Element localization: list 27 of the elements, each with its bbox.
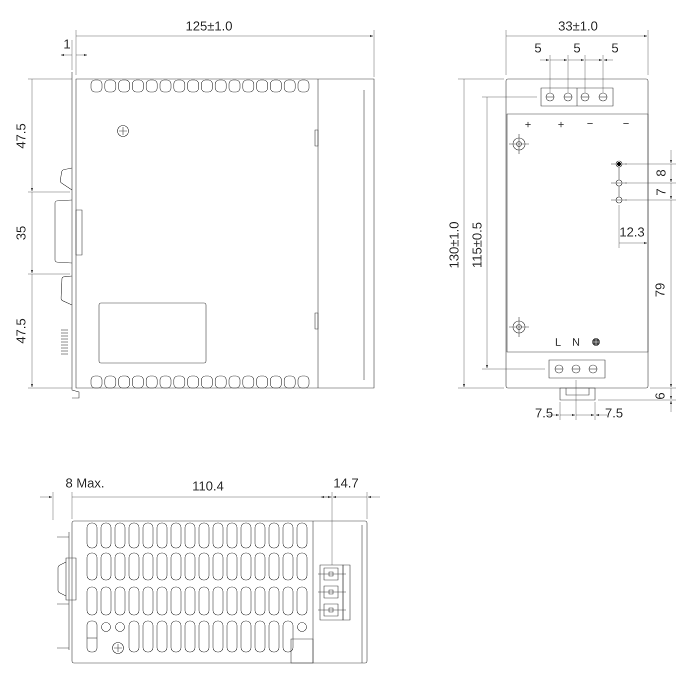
dimension-label: 8 (656, 170, 666, 176)
sign-label: L (556, 338, 561, 346)
dimension-label: 1 (64, 40, 70, 48)
sign-label: − (623, 122, 629, 124)
dimension-label: 33±1.0 (558, 21, 598, 31)
dimension-label: 7 (656, 189, 666, 195)
dimension-label: 7.5 (536, 408, 552, 418)
dimension-label: 47.5 (16, 318, 26, 344)
sign-label: + (558, 122, 564, 128)
dimension-label: 8 Max. (66, 478, 104, 488)
dimension-label: 5 (612, 43, 618, 53)
dimension-label: 5 (574, 43, 580, 53)
dimension-label: 6 (655, 392, 665, 399)
dimension-label: 115±0.5 (472, 222, 482, 267)
sign-label: − (587, 122, 593, 124)
dimension-label: 14.7 (334, 478, 358, 488)
dimension-label: 35 (16, 226, 26, 240)
dimension-label: 79 (655, 283, 665, 297)
dimension-label: 110.4 (193, 481, 224, 491)
dimension-label: 125±1.0 (186, 21, 232, 31)
dimension-label: 7.5 (606, 408, 622, 418)
dimension-label: 47.5 (16, 124, 26, 148)
dimension-label: 130±1.0 (449, 222, 459, 268)
dimension-label: 5 (534, 43, 542, 53)
dimension-label: 12.3 (620, 227, 644, 237)
sign-label: N (572, 338, 580, 346)
sign-label: + (525, 122, 531, 128)
